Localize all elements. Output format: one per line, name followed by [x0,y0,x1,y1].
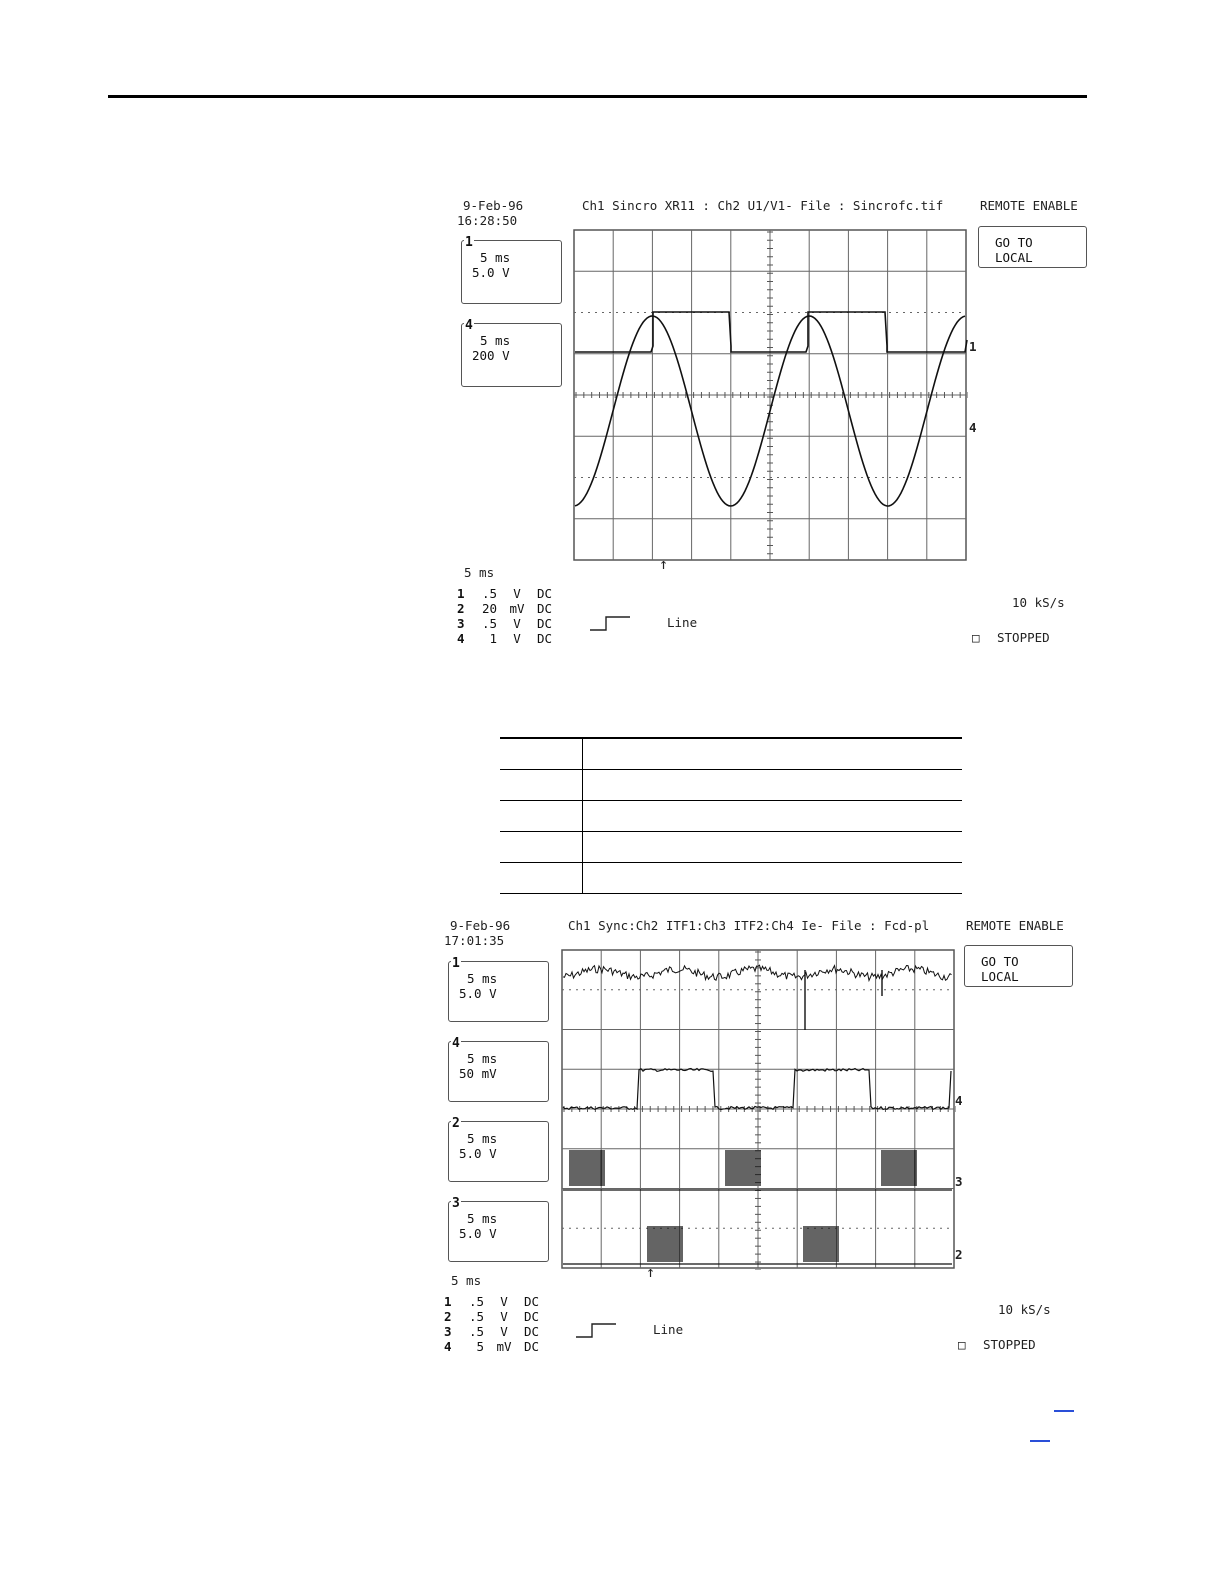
table-cell [500,800,583,832]
spike-trace-ch1 [804,970,883,1030]
channel-time: 5 ms [480,250,511,265]
channel-volt: 5.0 V [459,1146,497,1161]
scope1-remote-enable: REMOTE ENABLE [980,198,1078,213]
table-cell [500,862,583,894]
channel-number: 1 [451,956,461,971]
table-row [500,862,962,894]
noisy-trace-ch1 [562,964,952,983]
footnote-link[interactable] [1030,1440,1050,1442]
scope1-trigger-source: Line [667,615,698,630]
channel-time: 5 ms [467,971,498,986]
scope1-go-to-label: GO TO [995,235,1033,250]
scope2-trigger-arrow-icon: ↑ [646,1263,656,1281]
scope2-channel-box-3: 2 5 ms 5.0 V [448,1116,549,1182]
scope2-channel-box-1: 1 5 ms 5.0 V [448,956,549,1022]
scope2-channel-box-2: 4 5 ms 50 mV [448,1036,549,1102]
square-trace-ch4 [562,1067,952,1111]
scope2-trace-label-4: 4 [955,1093,963,1108]
scope2-trace-label-3: 3 [955,1174,963,1189]
channel-time: 5 ms [467,1211,498,1226]
table-row [500,737,962,770]
scope1-trigger-edge-icon [590,616,630,631]
table-cell [582,769,962,801]
table-cell [582,800,962,832]
scope2-go-to-label: GO TO [981,954,1019,969]
top-rule [108,95,1087,98]
scope1-local-label: LOCAL [995,250,1033,265]
table-row [500,831,962,863]
channel-time: 5 ms [480,333,511,348]
scope2-time: 17:01:35 [444,933,505,948]
channel-time: 5 ms [467,1051,498,1066]
scope1-stop-square-icon: □ [972,630,980,645]
table-row [500,800,962,832]
channel-time: 5 ms [467,1131,498,1146]
table-cell [500,769,583,801]
scope1-go-to-local-button[interactable]: GO TO LOCAL [978,226,1087,268]
scope2-channel-box-4: 3 5 ms 5.0 V [448,1196,549,1262]
scope2-trigger-edge-icon [576,1323,616,1338]
scope1-timebase: 5 ms [464,565,495,580]
scope1-time: 16:28:50 [457,213,518,228]
table-cell [582,862,962,894]
scope1-waveform-grid [573,229,968,561]
table-cell [582,831,962,863]
scope1-sample-rate: 10 kS/s [1012,595,1065,610]
scope2-local-label: LOCAL [981,969,1019,984]
scope2-sample-rate: 10 kS/s [998,1302,1051,1317]
scope1-date: 9-Feb-96 [463,198,524,213]
channel-volt: 5.0 V [459,1226,497,1241]
table-cell [582,737,962,770]
scope2-title: Ch1 Sync:Ch2 ITF1:Ch3 ITF2:Ch4 Ie- File … [568,918,930,933]
table-row [500,769,962,801]
scope2-timebase: 5 ms [451,1273,482,1288]
scope2-stop-square-icon: □ [958,1337,966,1352]
scope1-title: Ch1 Sincro XR11 : Ch2 U1/V1- File : Sinc… [582,198,944,213]
footnote-link[interactable] [1054,1410,1074,1412]
scope2-trace-label-2: 2 [955,1247,963,1262]
channel-number: 4 [451,1036,461,1051]
data-table [500,737,962,894]
sine-trace-ch4 [574,315,966,507]
channel-number: 1 [464,235,474,250]
channel-number: 4 [464,318,474,333]
channel-volt: 5.0 V [472,265,510,280]
channel-volt: 5.0 V [459,986,497,1001]
scope2-waveform-grid [561,949,956,1270]
scope2-date: 9-Feb-96 [450,918,511,933]
scope2-trigger-source: Line [653,1322,684,1337]
channel-volt: 200 V [472,348,510,363]
scope1-channel-box-2: 4 5 ms 200 V [461,318,562,387]
square-trace-ch1 [575,311,968,353]
scope1-status: STOPPED [997,630,1050,645]
channel-volt: 50 mV [459,1066,497,1081]
scope1-trace-label-4: 4 [969,420,977,435]
channel-number: 3 [451,1196,461,1211]
scope1-trace-label-1: 1 [969,339,977,354]
scope2-remote-enable: REMOTE ENABLE [966,918,1064,933]
channel-number: 2 [451,1116,461,1131]
table-cell [500,831,583,863]
scope2-go-to-local-button[interactable]: GO TO LOCAL [964,945,1073,987]
scope1-trigger-arrow-icon: ↑ [659,555,669,573]
scope1-channel-box-1: 1 5 ms 5.0 V [461,235,562,304]
scope2-status: STOPPED [983,1337,1036,1352]
table-cell [500,737,583,770]
